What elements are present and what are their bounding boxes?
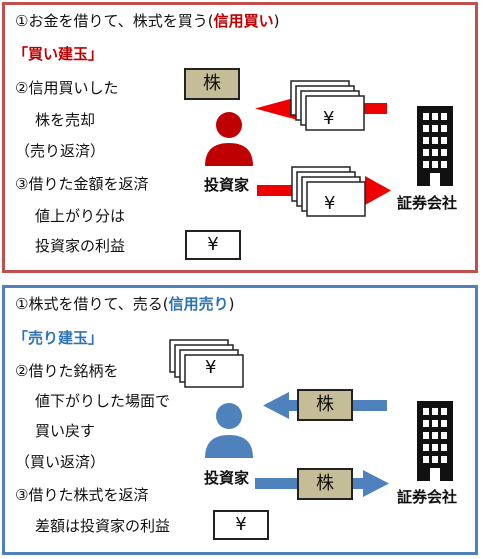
- returned-stock-box: 株: [297, 468, 353, 500]
- broker-label: 証券会社: [397, 488, 458, 506]
- sell-step-2b: 値下がりした場面で: [35, 392, 171, 410]
- buy-step-3b: 値上がり分は: [35, 207, 126, 225]
- banknote-stack-lower-icon: [291, 166, 366, 217]
- buy-step-2b: 株を売却: [35, 111, 96, 129]
- yen-symbol-lower: ¥: [324, 193, 336, 214]
- broker-building-icon: [417, 106, 453, 186]
- sell-tag: 「売り建玉」: [13, 329, 104, 347]
- investor-person-icon: [205, 403, 253, 458]
- yen-symbol-stack: ¥: [205, 357, 217, 378]
- margin-buy-panel: ①お金を借りて、株式を買う(信用買い) 「買い建玉」 ②信用買いした 株を売却 …: [2, 2, 478, 273]
- stock-box: 株: [184, 68, 240, 100]
- buy-step-2a: ②信用買いした: [15, 79, 119, 97]
- sell-step-2d: （買い返済）: [15, 453, 106, 471]
- buy-line-1: ①お金を借りて、株式を買う(信用買い): [15, 12, 280, 30]
- borrowed-stock-box: 株: [297, 389, 353, 421]
- sell-step-3a: ③借りた株式を返済: [15, 486, 149, 504]
- yen-symbol-upper: ¥: [323, 108, 335, 129]
- investor-label: 投資家: [204, 469, 250, 487]
- investor-person-icon: [205, 112, 253, 166]
- margin-buy-graphics: [205, 80, 453, 217]
- broker-building-icon: [417, 401, 453, 481]
- buy-tag: 「買い建玉」: [13, 45, 104, 63]
- banknote-stack-icon: [169, 339, 244, 388]
- banknote-stack-upper-icon: [290, 80, 365, 131]
- margin-sell-panel: ①株式を借りて、売る(信用売り) 「売り建玉」 ②借りた銘柄を 値下がりした場面…: [2, 285, 478, 555]
- buy-step-2c: （売り返済）: [15, 142, 106, 160]
- investor-label: 投資家: [204, 176, 250, 194]
- profit-yen-box: ¥: [213, 510, 269, 540]
- sell-step-3b: 差額は投資家の利益: [35, 517, 171, 535]
- profit-yen-box: ¥: [185, 230, 241, 260]
- broker-label: 証券会社: [397, 194, 458, 212]
- sell-step-2c: 買い戻す: [35, 422, 96, 440]
- buy-step-3c: 投資家の利益: [35, 237, 126, 255]
- sell-line-1: ①株式を借りて、売る(信用売り): [15, 295, 235, 313]
- buy-step-3a: ③借りた金額を返済: [15, 175, 149, 193]
- sell-step-2a: ②借りた銘柄を: [15, 362, 119, 380]
